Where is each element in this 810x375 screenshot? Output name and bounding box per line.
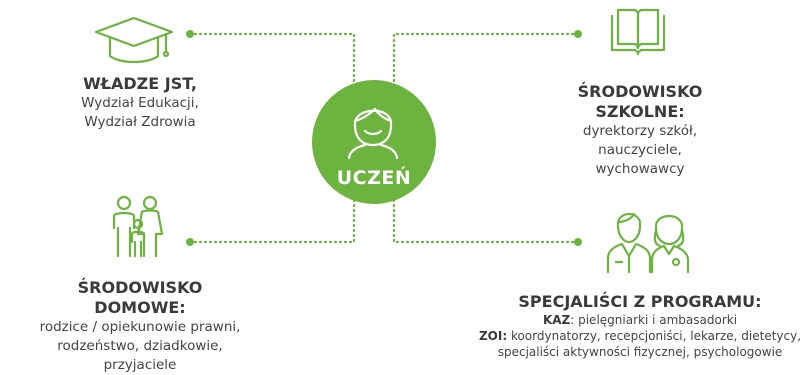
zoi-text: koordynatorzy, recepcjoniści, lekarze, d… — [507, 329, 802, 343]
kaz-line: KAZ: pielęgniarki i ambasadorki — [470, 312, 810, 328]
doctors-icon — [606, 212, 690, 274]
family-icon — [112, 195, 164, 258]
zoi-key: ZOI: — [478, 329, 508, 343]
node-title: SPECJALIŚCI Z PROGRAMU: — [518, 292, 762, 311]
center-node — [312, 80, 436, 204]
node-line: Wydział Edukacji, — [81, 95, 199, 111]
center-label: UCZEŃ — [336, 167, 412, 189]
graduation-cap-icon — [94, 16, 174, 64]
kaz-text: : pielęgniarki i ambasadorki — [570, 313, 738, 327]
zoi-line-2: specjaliści aktywności fizycznej, psycho… — [497, 345, 783, 359]
node-line: dyrektorzy szkół, — [582, 123, 698, 139]
node-title: ŚRODOWISKO — [577, 82, 703, 101]
node-line: Wydział Zdrowia — [84, 114, 196, 130]
node-title: ŚRODOWISKO — [77, 278, 203, 297]
node-line: rodzeństwo, dziadkowie, przyjaciele — [57, 338, 223, 373]
node-line: nauczyciele, — [598, 142, 682, 158]
node-title: DOMOWE: — [94, 298, 186, 317]
kaz-key: KAZ — [542, 313, 571, 327]
node-line: wychowawcy — [595, 161, 685, 177]
node-home: ŚRODOWISKO DOMOWE: rodzice / opiekunowie… — [20, 278, 260, 375]
node-specialists: SPECJALIŚCI Z PROGRAMU: KAZ: pielęgniark… — [470, 292, 810, 360]
node-title: SZKOLNE: — [595, 102, 685, 121]
node-title: WŁADZE JST, — [83, 74, 197, 93]
connector-lines — [186, 30, 582, 246]
node-school: ŚRODOWISKO SZKOLNE: dyrektorzy szkół, na… — [540, 82, 740, 179]
student-face-icon — [347, 107, 399, 159]
open-book-icon — [610, 8, 666, 56]
node-line: rodzice / opiekunowie prawni, — [39, 319, 241, 335]
zoi-line: ZOI: koordynatorzy, recepcjoniści, lekar… — [470, 328, 810, 344]
node-authorities: WŁADZE JST, Wydział Edukacji, Wydział Zd… — [40, 74, 240, 132]
